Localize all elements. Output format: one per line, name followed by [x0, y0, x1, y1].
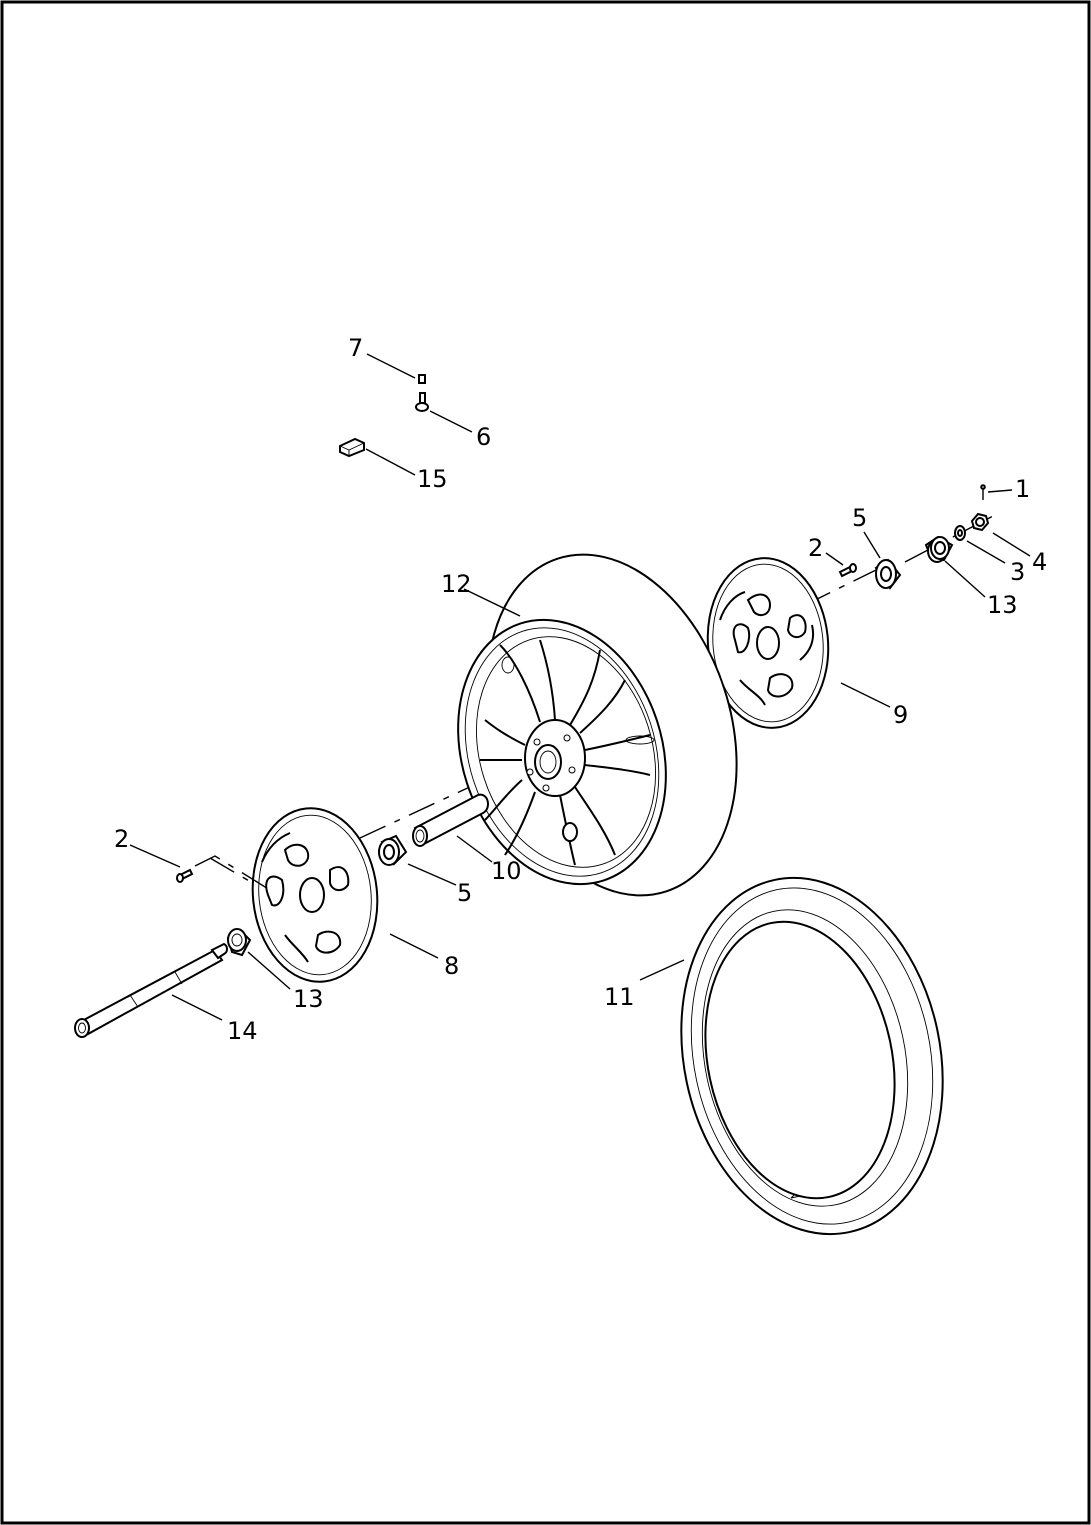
callout-14: 14 [227, 1017, 258, 1045]
callout-7: 7 [348, 334, 363, 362]
valve-cap [418, 374, 426, 384]
callout-13-right: 13 [987, 591, 1018, 619]
leader-lines [129, 353, 1031, 1021]
spacer-left [226, 928, 252, 957]
cotter-pin [980, 484, 986, 500]
tire [680, 876, 944, 1236]
bolt-right [838, 563, 857, 578]
callout-2-right: 2 [808, 534, 823, 562]
valve-stem [415, 392, 429, 412]
callout-5-right: 5 [852, 504, 867, 532]
bolt-left [176, 855, 271, 891]
callout-4: 4 [1032, 548, 1047, 576]
callout-3: 3 [1010, 558, 1025, 586]
castle-nut [970, 512, 990, 532]
cast-wheel [457, 553, 738, 897]
axle-spacer-tube [412, 793, 490, 847]
bearing-right [874, 558, 902, 590]
callout-8: 8 [444, 952, 459, 980]
callout-labels: 1 2 2 3 4 5 5 6 7 8 9 10 11 12 13 13 14 … [114, 334, 1047, 1045]
bearing-left [378, 834, 408, 866]
spacer-right [924, 535, 954, 563]
callout-9: 9 [893, 701, 908, 729]
callout-2-left: 2 [114, 825, 129, 853]
callout-1: 1 [1015, 475, 1030, 503]
callout-13-left: 13 [293, 985, 324, 1013]
callout-12: 12 [441, 570, 472, 598]
callout-5-left: 5 [457, 879, 472, 907]
callout-10: 10 [491, 857, 522, 885]
callout-11: 11 [604, 983, 635, 1011]
front-axle [74, 942, 228, 1038]
balance-weight [339, 437, 365, 458]
brake-rotor-left [251, 807, 379, 983]
callout-6: 6 [476, 423, 491, 451]
washer [954, 525, 966, 541]
callout-15: 15 [417, 465, 448, 493]
